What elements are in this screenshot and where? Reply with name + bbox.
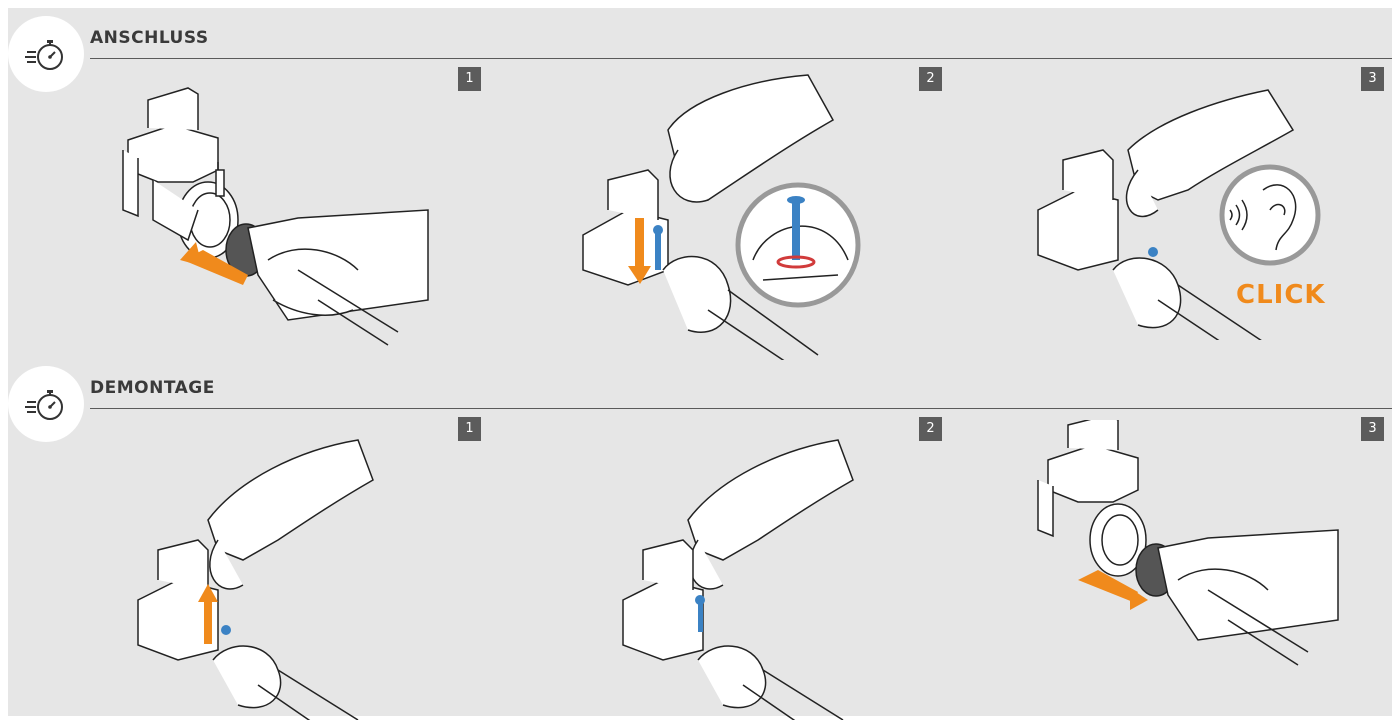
section-title: ANSCHLUSS: [90, 28, 209, 48]
instruction-panel: ANSCHLUSS 1 2 3: [8, 8, 1392, 720]
illustration-disassemble-step-3: [1037, 420, 1339, 666]
step-number-badge: 2: [919, 417, 942, 441]
illustration-connect-step-1: [122, 87, 429, 346]
illustration-connect-step-2: [582, 74, 861, 360]
step-number-badge: 3: [1361, 67, 1384, 91]
stopwatch-icon: [8, 366, 84, 442]
section-title: DEMONTAGE: [90, 378, 215, 398]
illustration-disassemble-step-2: [622, 439, 854, 720]
section-anschluss: ANSCHLUSS 1 2 3: [8, 8, 1392, 360]
step-number-badge: 3: [1361, 417, 1384, 441]
illustration-connect-step-3: [1037, 89, 1321, 340]
stopwatch-icon: [8, 16, 84, 92]
illustration-disassemble-step-1: [137, 439, 374, 720]
section-divider: [90, 58, 1392, 59]
step-number-badge: 2: [919, 67, 942, 91]
click-label: CLICK: [1236, 280, 1326, 310]
section-demontage: DEMONTAGE 1 2 3: [8, 358, 1392, 720]
step-number-badge: 1: [458, 67, 481, 91]
step-number-badge: 1: [458, 417, 481, 441]
section-divider: [90, 408, 1392, 409]
